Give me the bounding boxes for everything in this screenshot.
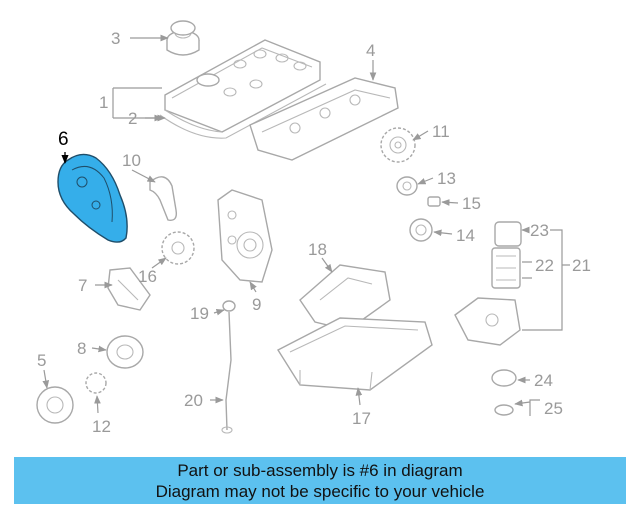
cam-sprocket xyxy=(380,127,416,163)
label-13: 13 xyxy=(437,169,456,188)
label-15: 15 xyxy=(462,194,481,213)
label-22: 22 xyxy=(535,256,554,275)
label-12: 12 xyxy=(92,417,111,436)
half-ring xyxy=(149,176,178,221)
leader-lines xyxy=(42,34,570,416)
banner-line-2: Diagram may not be specific to your vehi… xyxy=(155,482,485,501)
small-gear xyxy=(85,372,107,394)
label-5: 5 xyxy=(37,351,46,370)
label-18: 18 xyxy=(308,240,327,259)
tensioner-roller xyxy=(396,176,418,196)
seal-flange xyxy=(106,335,144,369)
front-plate xyxy=(217,189,273,283)
label-23: 23 xyxy=(530,221,549,240)
label-25: 25 xyxy=(544,399,563,418)
label-11: 11 xyxy=(432,122,450,141)
label-10: 10 xyxy=(122,151,141,170)
info-banner: Part or sub-assembly is #6 in diagram Di… xyxy=(14,457,626,504)
label-6: 6 xyxy=(58,129,69,150)
dipstick xyxy=(221,300,236,434)
label-14: 14 xyxy=(456,226,475,245)
label-17: 17 xyxy=(352,409,371,428)
oil-filler-cap xyxy=(166,20,200,56)
crank-pulley xyxy=(36,386,74,424)
parts-diagram: 6 1 2 3 4 5 7 8 9 10 11 12 13 14 15 16 1… xyxy=(36,20,591,436)
crank-sprocket xyxy=(161,231,195,265)
label-4: 4 xyxy=(366,41,375,60)
label-21: 21 xyxy=(572,256,591,275)
label-1: 1 xyxy=(99,93,108,112)
label-7: 7 xyxy=(78,276,87,295)
label-20: 20 xyxy=(184,391,203,410)
timing-cover-highlighted xyxy=(57,153,128,243)
label-16: 16 xyxy=(138,267,157,286)
label-8: 8 xyxy=(77,339,86,358)
bracket xyxy=(107,267,151,311)
label-3: 3 xyxy=(111,29,120,48)
oil-pan xyxy=(277,317,433,391)
idler-pulley xyxy=(409,218,433,242)
label-19: 19 xyxy=(190,304,209,323)
oil-filter-assembly xyxy=(454,221,522,416)
pin xyxy=(427,196,441,207)
label-9: 9 xyxy=(252,295,261,314)
upper-cover xyxy=(249,77,399,161)
label-2: 2 xyxy=(128,109,137,128)
banner-line-1: Part or sub-assembly is #6 in diagram xyxy=(177,461,463,480)
label-24: 24 xyxy=(534,371,553,390)
oil-baffle xyxy=(299,264,391,331)
